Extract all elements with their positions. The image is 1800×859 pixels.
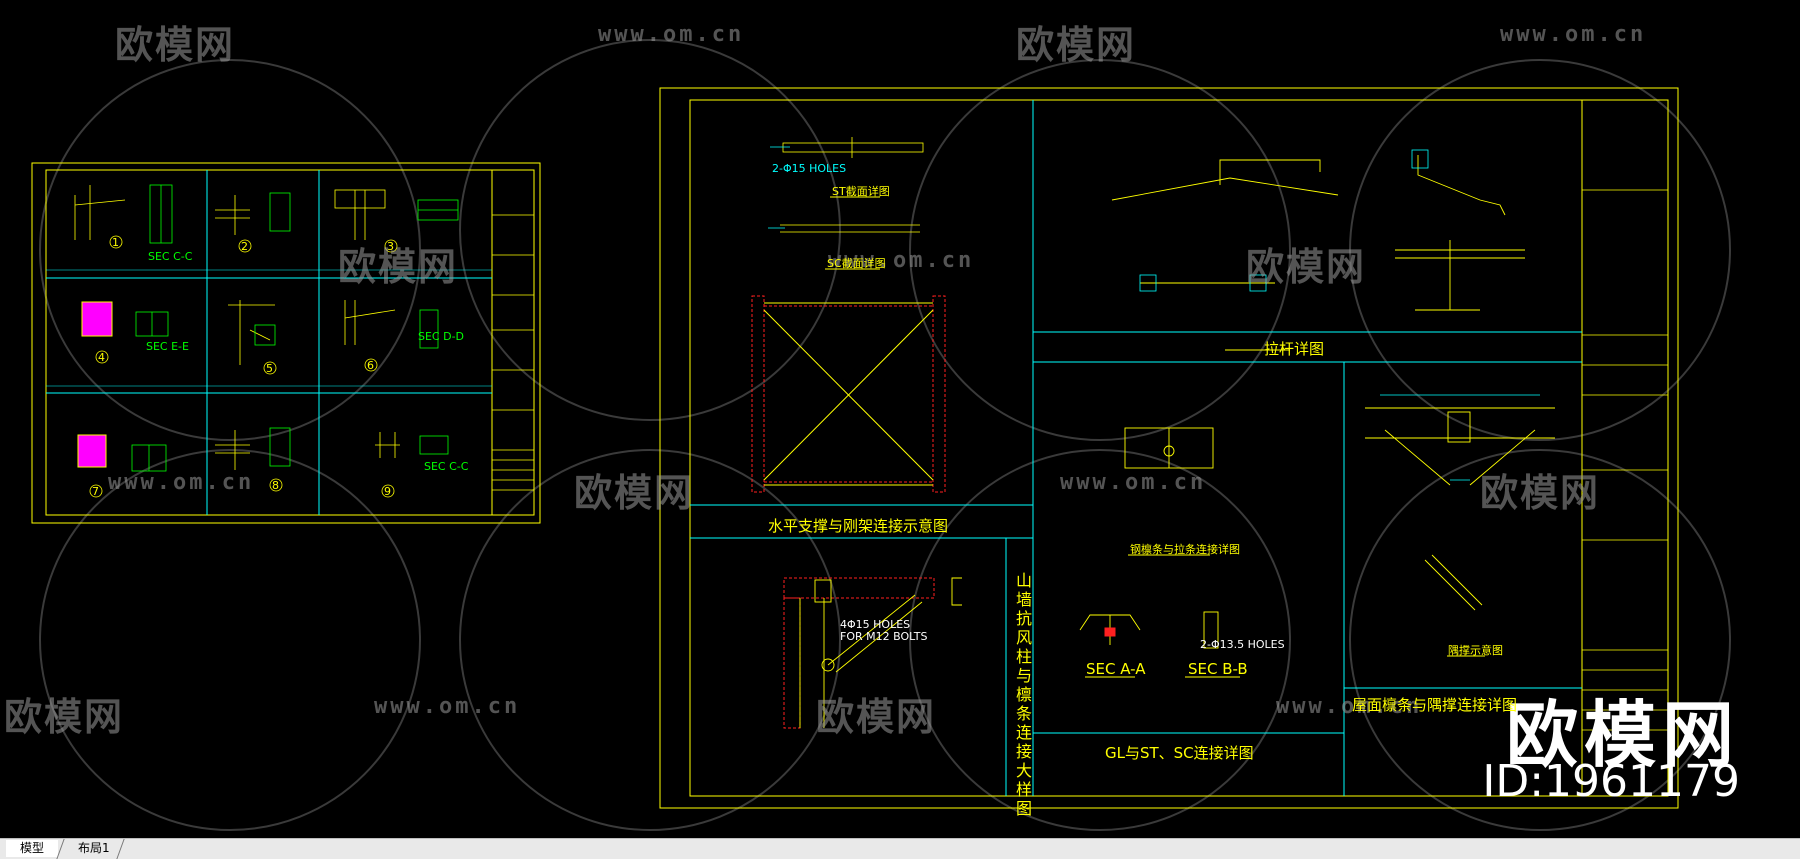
corner-brace-small-title: 隅撑示意图 bbox=[1448, 644, 1503, 657]
holes-label: 4Φ15 HOLES bbox=[840, 618, 911, 631]
watermark-url: www.om.cn bbox=[828, 248, 975, 273]
watermark-logo: 欧模网 bbox=[816, 695, 937, 739]
cad-model-space[interactable]: 欧模网 www.om.cn 欧模网 www.om.cn 欧模网 www.om.c… bbox=[0, 0, 1800, 838]
watermark-url: www.om.cn bbox=[1060, 470, 1207, 495]
right-sheet-border bbox=[659, 87, 1679, 809]
holes-label: FOR M12 BOLTS bbox=[840, 630, 928, 643]
watermark-url: www.om.cn bbox=[1276, 694, 1423, 719]
st-section-title: ST截面详图 bbox=[832, 185, 890, 198]
watermark-circles bbox=[39, 39, 1731, 831]
detail-4-plate bbox=[81, 301, 113, 337]
tab-layout1[interactable]: 布局1 bbox=[78, 841, 110, 855]
detail-number: 7 bbox=[92, 485, 99, 498]
watermark-url: www.om.cn bbox=[108, 470, 255, 495]
watermark-logo: 欧模网 bbox=[1016, 23, 1137, 67]
detail-number: 2 bbox=[241, 240, 248, 253]
detail-number: 6 bbox=[367, 359, 374, 372]
watermark-id: ID:1961179 bbox=[1482, 756, 1740, 807]
steel-purlin-title: 钢檩条与拉条连接详图 bbox=[1130, 543, 1240, 556]
watermark-big-logo: 欧模网 bbox=[1505, 693, 1740, 777]
section-label: SEC C-C bbox=[424, 460, 469, 473]
detail-number: 5 bbox=[266, 362, 273, 375]
detail-number: 1 bbox=[112, 236, 119, 249]
gable-detail-title: 山墙抗风柱与檩条连接大样图 bbox=[1013, 572, 1032, 819]
watermark-logo: 欧模网 bbox=[338, 245, 459, 289]
right-sheet bbox=[659, 87, 1679, 809]
detail-number: 8 bbox=[272, 479, 279, 492]
watermark-url: www.om.cn bbox=[598, 22, 745, 47]
detail-7-plate bbox=[77, 434, 107, 468]
brace-connection-title: 水平支撑与刚架连接示意图 bbox=[768, 517, 949, 535]
detail-number: 4 bbox=[98, 351, 105, 364]
holes-label: 2-Φ13.5 HOLES bbox=[1200, 638, 1285, 651]
corner-brace-title: 屋面檩条与隅撑连接详图 bbox=[1352, 696, 1518, 714]
left-sheet-border bbox=[31, 162, 541, 524]
cad-drawing[interactable] bbox=[0, 0, 1800, 838]
watermark-logo: 欧模网 bbox=[574, 471, 695, 515]
watermark-logo: 欧模网 bbox=[4, 695, 125, 739]
watermark-logo: 欧模网 bbox=[1480, 471, 1601, 515]
layout-tab-bar: 模型 布局1 bbox=[0, 838, 1800, 859]
section-label: SEC E-E bbox=[146, 340, 189, 353]
detail-number: 3 bbox=[387, 240, 394, 253]
sc-section-title: SC截面详图 bbox=[827, 257, 886, 270]
tab-model[interactable]: 模型 bbox=[6, 840, 59, 857]
watermark-logo: 欧模网 bbox=[115, 23, 236, 67]
section-label: SEC D-D bbox=[418, 330, 465, 343]
watermark-logo: 欧模网 bbox=[1246, 245, 1367, 289]
section-label: SEC C-C bbox=[148, 250, 193, 263]
left-sheet bbox=[31, 162, 541, 524]
holes-label: 2-Φ15 HOLES bbox=[772, 162, 847, 175]
watermark-url: www.om.cn bbox=[1500, 22, 1647, 47]
sec-a-label: SEC A-A bbox=[1086, 660, 1146, 678]
sec-b-label: SEC B-B bbox=[1188, 660, 1248, 678]
detail-number: 9 bbox=[384, 485, 391, 498]
gl-connection-title: GL与ST、SC连接详图 bbox=[1105, 744, 1254, 762]
rod-detail-title: 拉杆详图 bbox=[1264, 340, 1325, 358]
watermark-url: www.om.cn bbox=[374, 694, 521, 719]
